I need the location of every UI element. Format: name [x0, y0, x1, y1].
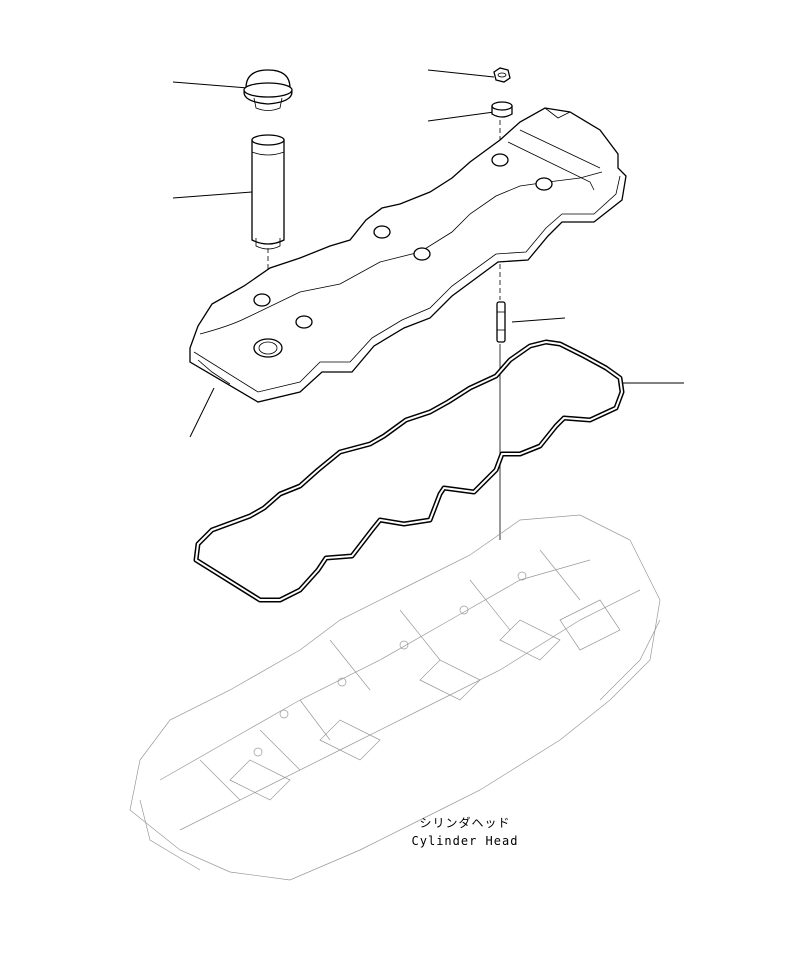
filler-hole [253, 338, 283, 358]
cylinder-head-reference [129, 514, 661, 881]
leader-cover [189, 387, 215, 438]
leader-stud [511, 317, 566, 323]
oil-filler-tube [251, 134, 285, 250]
grommet [491, 101, 513, 118]
stud [496, 301, 506, 343]
cylinder-head-label-jp: シリンダヘッド [419, 816, 511, 830]
cylinder-head-cover [189, 107, 627, 403]
leader-grommet [427, 111, 495, 122]
cap-nut [493, 67, 511, 83]
cylinder-head-cover-gasket [193, 339, 625, 603]
filler-cap [243, 69, 293, 111]
leader-filler-tube [172, 191, 253, 199]
leader-lines [172, 69, 684, 438]
cylinder-head-label-en: Cylinder Head [411, 834, 519, 848]
leader-filler-cap [172, 81, 249, 89]
leader-cap-nut [427, 69, 495, 78]
